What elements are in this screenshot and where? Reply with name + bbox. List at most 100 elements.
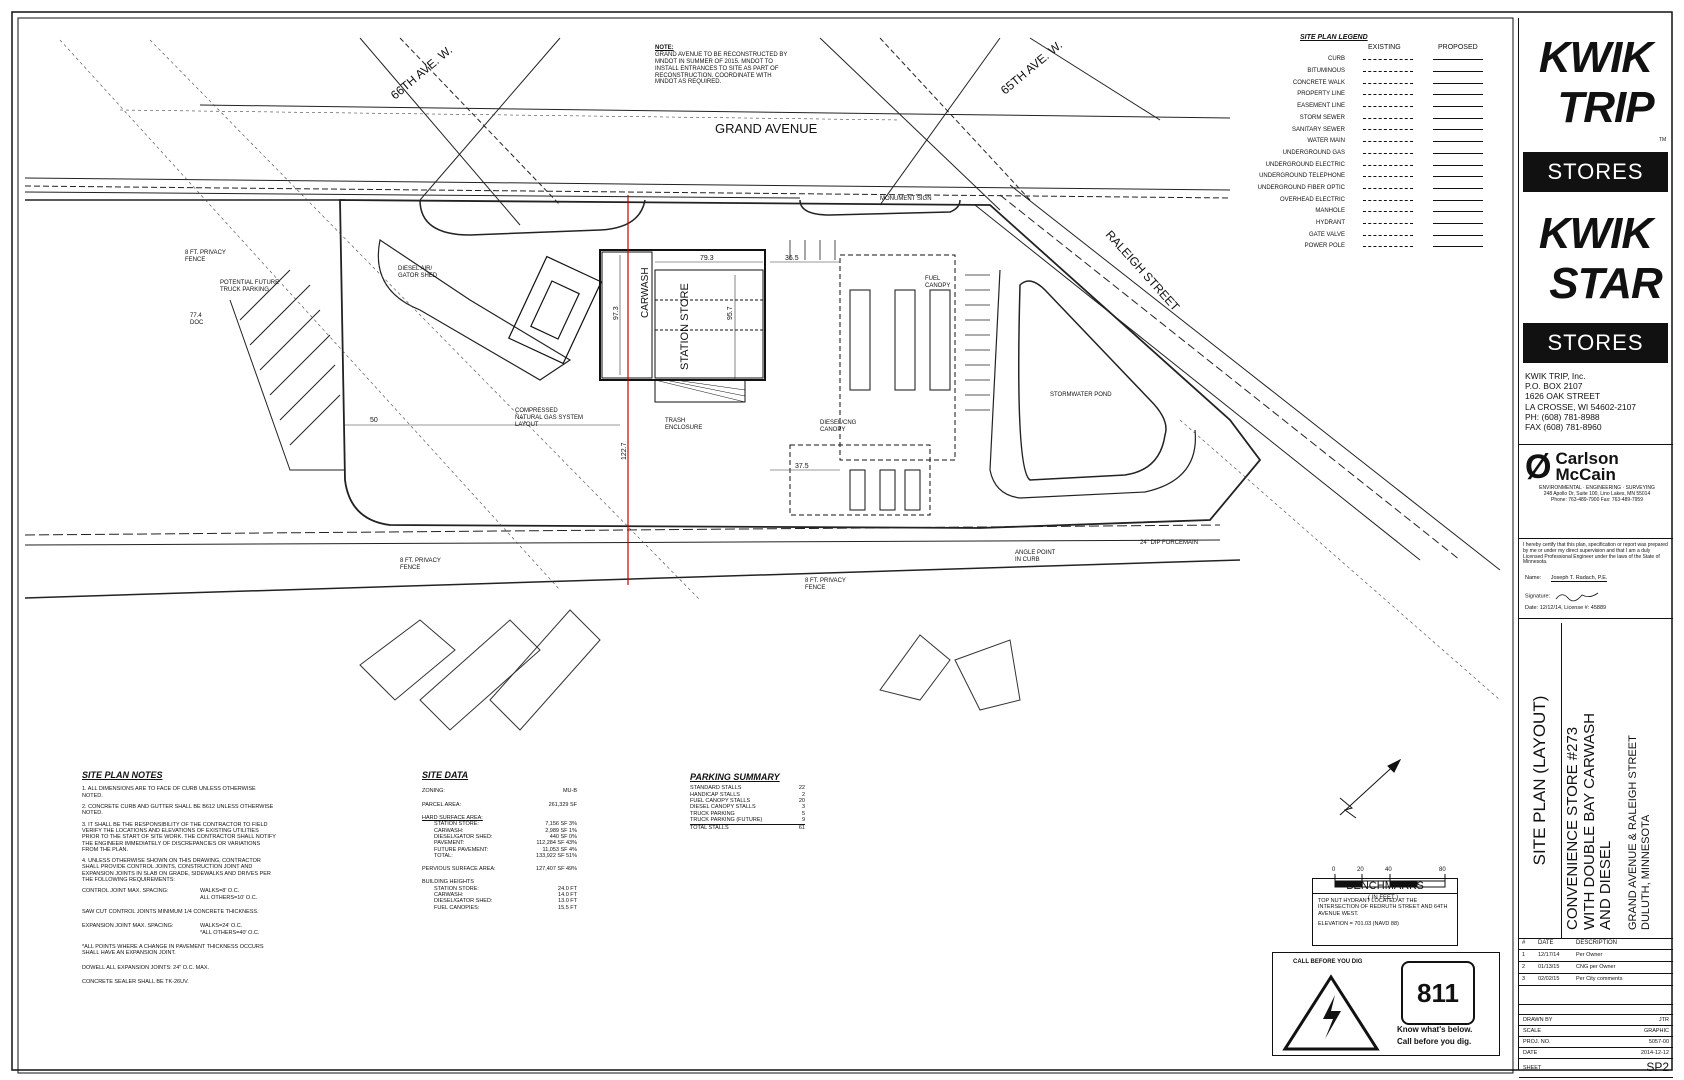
north-arrow-icon [1339, 758, 1402, 819]
hard-surface-value: 112,284 SF 43% [536, 840, 577, 847]
engineer-logo-icon: Ø [1525, 448, 1552, 486]
legend-row-label: CONCRETE WALK [1292, 79, 1345, 86]
legend-existing-symbol [1363, 152, 1413, 154]
legend-row-label: POWER POLE [1304, 243, 1345, 250]
kwik-trip-logo: KWIK TRIP [1523, 22, 1668, 144]
legend-row: CURB [1250, 54, 1490, 66]
parking-label: TRUCK PARKING [690, 810, 735, 817]
legend-row-label: UNDERGROUND GAS [1282, 149, 1345, 156]
engineer-signature-row: Signature: [1525, 590, 1612, 602]
dim-50: 50 [370, 417, 378, 424]
hard-surface-value: 7,156 SF 3% [545, 821, 577, 828]
project-name: CONVENIENCE STORE #273 WITH DOUBLE BAY C… [1564, 713, 1615, 930]
legend-row-label: OVERHEAD ELECTRIC [1279, 196, 1345, 203]
engineer-certification: I hereby certify that this plan, specifi… [1523, 542, 1668, 566]
legend-row: EASEMENT LINE [1250, 101, 1490, 113]
hard-surface-rows: STATION STORE:7,156 SF 3%CARWASH: 2,989 S… [422, 821, 577, 859]
zoning-label: ZONING: [422, 788, 445, 795]
legend-proposed-symbol [1433, 71, 1483, 73]
note-item: 1. ALL DIMENSIONS ARE TO FACE OF CURB UN… [82, 786, 256, 799]
revision-number: 3 [1522, 976, 1526, 983]
legend-existing-header: EXISTING [1368, 44, 1401, 51]
legend-row-label: GATE VALVE [1308, 231, 1345, 238]
height-label: DIESEL/GATOR SHED: [434, 898, 493, 905]
height-row: CARWASH:14.0 FT [422, 892, 577, 898]
legend-proposed-symbol [1433, 234, 1483, 236]
811-number: 811 [1417, 977, 1459, 1008]
parking-row: TRUCK PARKING (FUTURE)9 [690, 817, 805, 823]
expansion-row: EXPANSION JOINT MAX. SPACING: WALKS=24' … [82, 923, 282, 929]
legend-proposed-symbol [1433, 176, 1483, 178]
name-value: Joseph T. Radach, P.E. [1550, 575, 1608, 582]
company-name: KWIK TRIP, Inc. [1525, 371, 1586, 381]
height-value: 13.0 FT [558, 898, 577, 905]
legend-title: SITE PLAN LEGEND [1300, 34, 1368, 41]
cng-layout-label: COMPRESSED NATURAL GAS SYSTEM LAYOUT [515, 408, 584, 428]
kwik-trip-word-2: TRIP [1557, 83, 1654, 132]
parking-row: STANDARD STALLS 22 [690, 785, 805, 791]
hard-surface-value: 2,989 SF 1% [545, 827, 577, 834]
revision-number: 2 [1522, 964, 1526, 971]
legend-proposed-header: PROPOSED [1438, 44, 1478, 51]
legend-existing-symbol [1363, 71, 1413, 73]
monument-sign-label: MONUMENT SIGN [880, 196, 932, 202]
revision-desc: Per Owner [1576, 952, 1603, 959]
parking-label: TRUCK PARKING (FUTURE) [690, 816, 763, 823]
call-811-box: CALL BEFORE YOU DIG 811 Know what's belo… [1272, 952, 1500, 1056]
legend-row-label: CURB [1327, 56, 1345, 63]
location-line-1: GRAND AVENUE & RALEIGH STREET [1627, 735, 1639, 930]
engineer-firm-2: McCain [1555, 465, 1616, 484]
scale-unit: ( IN FEET ) [1368, 895, 1398, 901]
parking-value: 22 [798, 785, 805, 792]
revision-desc: CNG per Owner [1576, 964, 1616, 971]
trash-enclosure-label: TRASH ENCLOSURE [665, 418, 703, 431]
hard-surface-row: STATION STORE:7,156 SF 3% [422, 821, 577, 827]
company-fax: FAX (608) 781-8960 [1525, 421, 1602, 432]
kwik-star-word-1: KWIK [1538, 209, 1653, 258]
hard-surface-label: CARWASH: [434, 827, 464, 834]
truck-parking-label: POTENTIAL FUTURE TRUCK PARKING [220, 280, 280, 293]
location-line-2: DULUTH, MINNESOTA [1639, 814, 1652, 930]
legend-row-label: UNDERGROUND ELECTRIC [1265, 161, 1345, 168]
call-811-header: CALL BEFORE YOU DIG [1293, 959, 1363, 965]
signature-mark [1555, 592, 1598, 602]
hard-surface-label: TOTAL: [434, 852, 453, 859]
scale-bar [1334, 874, 1446, 888]
legend-proposed-symbol [1433, 106, 1483, 108]
legend-row: UNDERGROUND GAS [1250, 148, 1490, 160]
parking-label: STANDARD STALLS [690, 785, 742, 792]
sawcut-note: SAW CUT CONTROL JOINTS MINIMUM 1/4 CONCR… [82, 909, 259, 916]
site-data-title: SITE DATA [422, 770, 469, 780]
expansion-v2: *ALL OTHERS=40' O.C. [200, 929, 260, 936]
legend-row: WATER MAIN [1250, 136, 1490, 148]
date-label: Date: [1525, 605, 1539, 611]
legend-row: UNDERGROUND TELEPHONE [1250, 171, 1490, 183]
legend-row: STORM SEWER [1250, 112, 1490, 124]
sheet-info-label: DATE [1523, 1049, 1538, 1056]
revision-date: 12/17/14 [1538, 952, 1560, 959]
parking-total-row: TOTAL STALLS 61 [690, 824, 805, 831]
pervious-label: PERVIOUS SURFACE AREA: [422, 866, 496, 873]
legend-row-label: UNDERGROUND FIBER OPTIC [1257, 184, 1345, 191]
parking-total-value: 61 [798, 825, 805, 832]
company-po: P.O. BOX 2107 [1525, 381, 1583, 392]
zoning-row: ZONING: MU-B [422, 788, 577, 794]
sheet-info-value: 2014-12-12 [1640, 1049, 1669, 1056]
hard-surface-value: 133,922 SF 51% [536, 852, 577, 859]
site-data: SITE DATA ZONING: MU-B PARCEL AREA: 261,… [422, 770, 577, 911]
revision-number: 1 [1522, 952, 1526, 959]
revision-desc: Per City comments [1576, 976, 1623, 983]
note-item: 4. UNLESS OTHERWISE SHOWN ON THIS DRAWIN… [82, 858, 271, 884]
rev-header-desc: DESCRIPTION [1576, 940, 1618, 946]
legend-existing-symbol [1363, 234, 1413, 236]
height-value: 14.0 FT [558, 892, 577, 899]
kwik-star-word-2: STAR [1549, 259, 1663, 308]
height-value: 24.0 FT [558, 885, 577, 892]
red-dimension-label: 122.7 [621, 442, 628, 460]
